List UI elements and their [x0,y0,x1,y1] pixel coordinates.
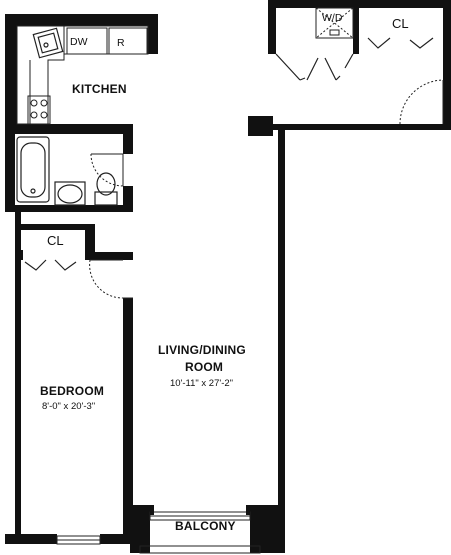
balcony-label: BALCONY [175,519,236,533]
bedroom-closet-doors [24,259,77,271]
living-dining-label-line2: ROOM [185,360,224,374]
kitchen-sink [32,27,64,59]
bathtub [16,136,50,203]
dishwasher [66,27,108,55]
kitchen-counter [16,25,149,125]
entry-closet-label: CL [392,16,409,31]
washer-dryer-label: W/D [322,12,343,24]
dishwasher-label: DW [70,36,88,48]
balcony-door-marks [150,505,250,515]
bedroom-dimensions: 8'-0" x 20'-3" [42,401,96,412]
walls [5,0,451,553]
bath-door [90,153,124,187]
living-dining-dimensions: 10'-11" x 27'-2" [170,378,234,389]
bedroom-label: BEDROOM [40,384,105,398]
bathroom-sink [54,181,86,206]
washer-dryer [315,7,354,39]
living-dining-label-line1: LIVING/DINING [158,343,246,357]
entry-door [399,79,444,125]
laundry-doors [275,53,354,81]
kitchen-label: KITCHEN [72,82,127,96]
entry-closet-doors [367,37,434,49]
refrigerator-label: R [117,37,125,49]
bedroom-door [89,259,133,299]
cooktop [27,95,51,125]
bedroom-closet-label: CL [47,233,64,248]
refrigerator [108,27,148,55]
toilet [94,172,118,206]
window-frames [56,511,261,554]
